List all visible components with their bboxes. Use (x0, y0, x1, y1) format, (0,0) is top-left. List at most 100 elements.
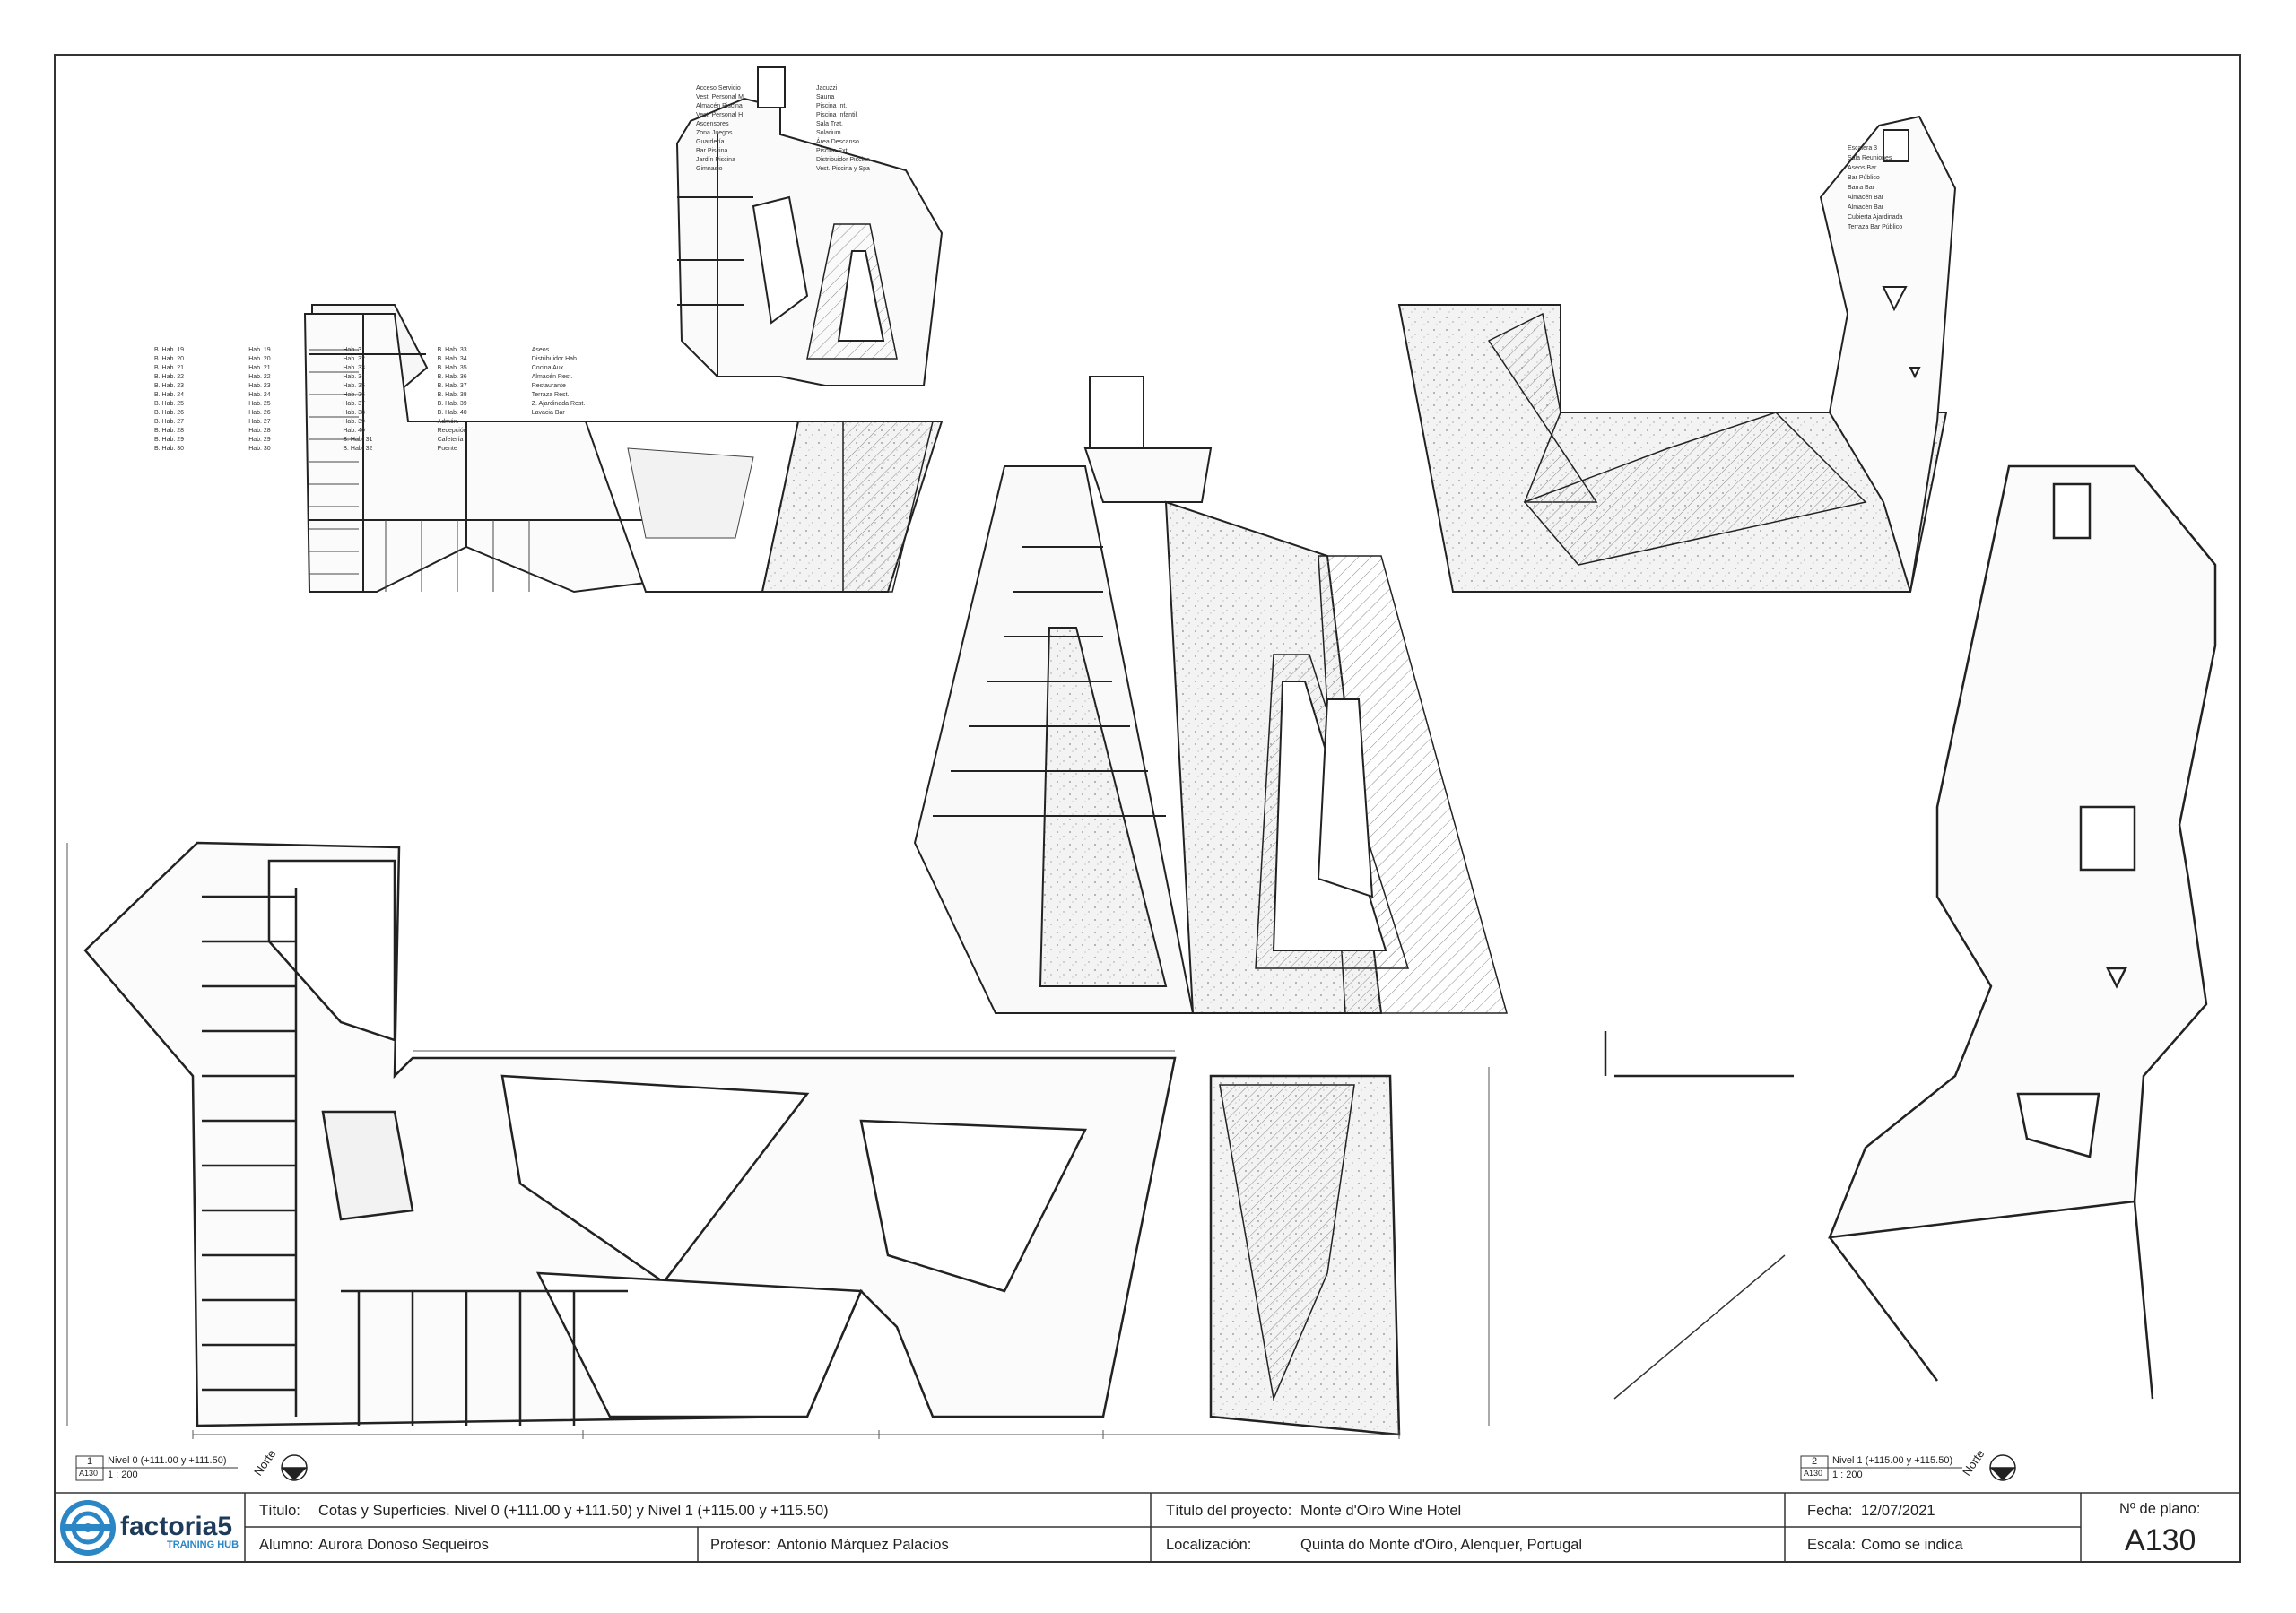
room-label: B. Hab. 30 (154, 446, 185, 452)
plan-middle-tower (913, 376, 1508, 1014)
fecha-value: 12/07/2021 (1861, 1503, 1935, 1519)
plan-bottom-left-level0 (83, 841, 1401, 1436)
room-label: Piscina Ext. (816, 148, 849, 154)
room-label: B. Hab. 26 (154, 410, 185, 416)
room-label: Jardín Piscina (696, 157, 735, 163)
room-label: Solarium (816, 130, 841, 136)
room-label: Barra Bar (1848, 185, 1874, 191)
titulo-label: Título: (259, 1503, 300, 1519)
plan-bottom-right-level1 (1604, 464, 2217, 1400)
room-label: B. Hab. 22 (154, 374, 185, 380)
room-label: Distribuidor Piscina (816, 157, 870, 163)
room-label: Hab. 26 (248, 410, 271, 416)
north-arrow-icon-2 (1989, 1454, 2016, 1481)
room-label: Hab. 24 (248, 392, 271, 398)
title-block (55, 1492, 2240, 1562)
room-label: Hab. 27 (248, 419, 271, 425)
room-label: Vest. Personal H (696, 112, 744, 118)
view-2-scale: 1 : 200 (1832, 1470, 1863, 1480)
room-label: Acceso Servicio (696, 85, 741, 91)
factoria5-logo-icon (60, 1500, 116, 1556)
room-label: Almacén Bar (1848, 195, 1884, 201)
view-1-scale: 1 : 200 (108, 1470, 138, 1480)
view-1-box (75, 1455, 238, 1481)
profesor-value: Antonio Márquez Palacios (777, 1537, 949, 1553)
profesor-label: Profesor: (710, 1537, 770, 1553)
view-2-box (1800, 1455, 1962, 1481)
room-label: Hab. 40 (343, 428, 365, 434)
fecha-label: Fecha: (1807, 1503, 1853, 1519)
room-label: B. Hab. 36 (437, 374, 467, 380)
room-label: Hab. 38 (343, 410, 365, 416)
room-label: Admón. (437, 419, 459, 425)
plano-number: A130 (2125, 1523, 2196, 1557)
room-label: B. Hab. 35 (437, 365, 467, 371)
alumno-label: Alumno: (259, 1537, 314, 1553)
room-label: B. Hab. 34 (437, 356, 467, 362)
brand-name: factoria5 (120, 1512, 233, 1541)
room-label: B. Hab. 24 (154, 392, 185, 398)
room-label: Hab. 33 (343, 365, 365, 371)
room-label: Vest. Personal M (696, 94, 744, 100)
plan-top-right-roof (1397, 115, 1957, 593)
room-label: Hab. 19 (248, 347, 271, 353)
room-label: Hab. 25 (248, 401, 271, 407)
proyecto-value: Monte d'Oiro Wine Hotel (1300, 1503, 1462, 1519)
room-label: Hab. 35 (343, 383, 365, 389)
room-label: Ascensores (696, 121, 729, 127)
room-label: Puente (437, 446, 457, 452)
plan-top-left-rooms (309, 349, 754, 592)
room-label: Aseos (531, 347, 550, 353)
room-label: Hab. 23 (248, 383, 271, 389)
room-label: Cafetería (437, 437, 464, 443)
view-2-sheet: A130 (1804, 1469, 1823, 1478)
room-label: Hab. 29 (248, 437, 271, 443)
view-2-number: 2 (1812, 1456, 1818, 1467)
room-label: Hab. 36 (343, 392, 365, 398)
room-label: Cubierta Ajardinada (1848, 214, 1903, 221)
room-label: Almacén Piscina (696, 103, 743, 109)
room-label: Zona Juegos (696, 130, 733, 136)
room-label: B. Hab. 37 (437, 383, 467, 389)
room-label: Terraza Bar Público (1848, 224, 1903, 230)
room-label: B. Hab. 25 (154, 401, 185, 407)
room-label: B. Hab. 27 (154, 419, 185, 425)
room-label: Terraza Rest. (531, 392, 570, 398)
plan-top-center-spa (675, 66, 944, 386)
view-1-number: 1 (87, 1456, 93, 1467)
room-label: Sala Trat. (816, 121, 843, 127)
room-label: Lavacia Bar (531, 410, 565, 416)
room-label: Hab. 30 (248, 446, 271, 452)
room-label: Hab. 21 (248, 365, 271, 371)
room-label: Hab. 31 (343, 347, 365, 353)
room-label: Restaurante (531, 383, 566, 389)
room-label: Z. Ajardinada Rest. (531, 401, 586, 407)
room-label: Escalera 3 (1848, 145, 1878, 152)
room-label: Jacuzzi (816, 85, 838, 91)
localizacion-label: Localización: (1166, 1537, 1252, 1553)
room-label: B. Hab. 23 (154, 383, 185, 389)
room-label: B. Hab. 21 (154, 365, 185, 371)
room-label: B. Hab. 31 (343, 437, 373, 443)
room-label: B. Hab. 20 (154, 356, 185, 362)
room-label: Aseos Bar (1848, 165, 1877, 171)
sheet-border (54, 54, 2241, 1563)
room-label: Almacén Rest. (531, 374, 573, 380)
room-label: Hab. 20 (248, 356, 271, 362)
plano-label: Nº de plano: (2119, 1501, 2201, 1517)
room-label: Distribuidor Hab. (531, 356, 578, 362)
view-1-sheet: A130 (79, 1469, 99, 1478)
localizacion-value: Quinta do Monte d'Oiro, Alenquer, Portug… (1300, 1537, 1583, 1553)
dimension-lines-bottom (66, 843, 1490, 1439)
titulo-value: Cotas y Superficies. Nivel 0 (+111.00 y … (318, 1503, 829, 1519)
room-label: B. Hab. 33 (437, 347, 467, 353)
section-cut-line (1613, 1254, 1786, 1400)
room-label: Sauna (816, 94, 835, 100)
room-label: Recepción (437, 428, 467, 434)
room-label: Cocina Aux. (531, 365, 566, 371)
view-1-title: Nivel 0 (+111.00 y +111.50) (108, 1455, 227, 1466)
